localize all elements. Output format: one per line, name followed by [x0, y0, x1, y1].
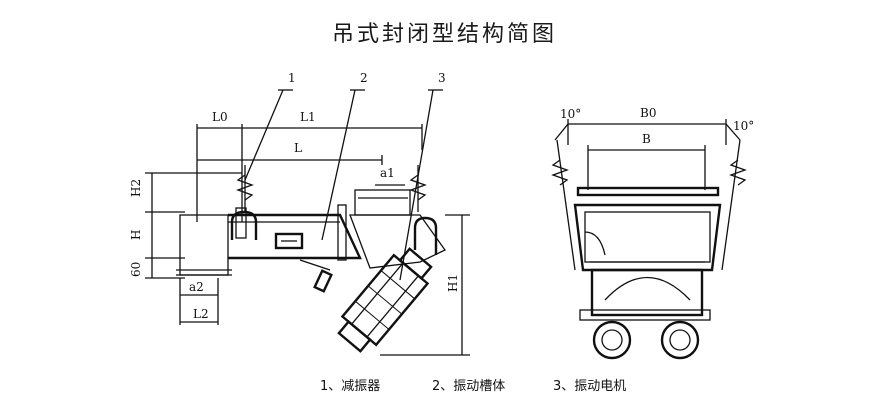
front-view: B0 10° 10° B	[551, 106, 754, 360]
dim-L0: L0	[212, 110, 228, 124]
callout-2: 2	[360, 71, 368, 85]
callout-3: 3	[438, 71, 446, 85]
dim-60: 60	[129, 262, 143, 277]
dim-B: B	[642, 132, 651, 146]
dim-L1: L1	[300, 110, 316, 124]
legend-item-3: 3、振动电机	[553, 379, 626, 394]
dim-H: H	[129, 230, 143, 240]
dim-B0: B0	[640, 106, 656, 120]
angle-right: 10°	[733, 119, 754, 133]
angle-left: 10°	[560, 107, 581, 121]
dim-L: L	[294, 141, 302, 155]
callout-1: 1	[288, 71, 296, 85]
page-title: 吊式封闭型结构简图	[331, 22, 557, 47]
dim-L2: L2	[193, 307, 209, 321]
side-view: L0 L1 L a1 H2 H 60 a2 L2	[129, 71, 470, 356]
dim-H2: H2	[129, 179, 143, 197]
legend-item-2: 2、振动槽体	[432, 379, 505, 394]
dim-a2: a2	[189, 280, 204, 294]
dim-H1: H1	[446, 274, 460, 292]
dim-a1: a1	[380, 166, 395, 180]
legend-item-1: 1、减振器	[320, 379, 380, 394]
